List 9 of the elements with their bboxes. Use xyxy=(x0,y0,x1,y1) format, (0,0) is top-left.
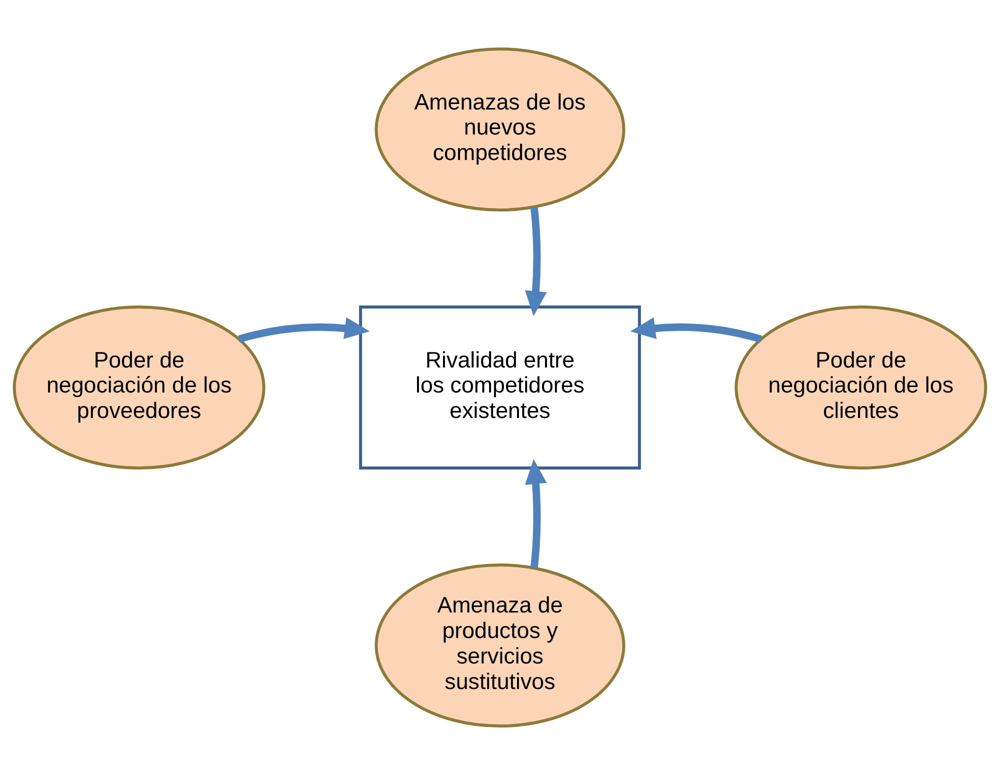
node-box: Rivalidad entre los competidores existentes xyxy=(359,304,641,470)
arrow xyxy=(525,458,547,568)
node-ellipse: Poder de negociación de los clientes xyxy=(734,304,988,470)
node-ellipse: Poder de negociación de los proveedores xyxy=(12,304,266,470)
node-ellipse: Amenazas de los nuevos competidores xyxy=(374,46,626,212)
arrow xyxy=(238,316,370,342)
arrow xyxy=(630,316,762,342)
arrow xyxy=(524,206,547,316)
node-ellipse: Amenaza de productos y servicios sustitutivos xyxy=(374,562,626,728)
